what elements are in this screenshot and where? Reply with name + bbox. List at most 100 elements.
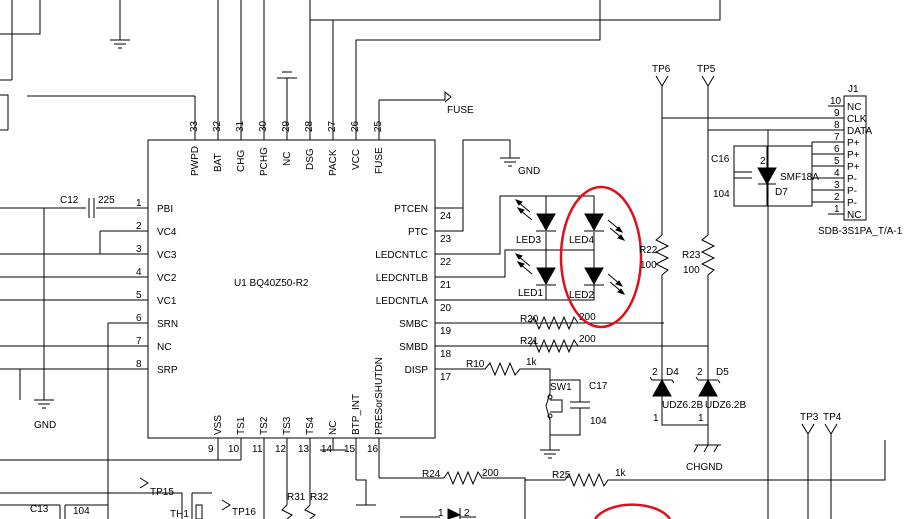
u1-pin-dsg: DSG [305, 148, 316, 170]
led2-ref: LED2 [569, 290, 594, 301]
u1-pin-5-num: 5 [136, 290, 142, 301]
u1-pin-vcc: VCC [351, 149, 362, 170]
r22-value: 100 [640, 260, 657, 271]
u1-pin-srn: SRN [157, 319, 178, 330]
u1-pin-vc2: VC2 [157, 273, 177, 284]
u1-pin-31-num: 31 [235, 120, 246, 132]
d5-pin-top: 2 [697, 367, 703, 378]
j1-pin-p-plus-5: P+ [847, 162, 860, 173]
r24-ref: R24 [422, 469, 441, 480]
u1-pin-pchg: PCHG [259, 147, 270, 176]
j1-pin-p-plus-6: P+ [847, 150, 860, 161]
c17-capacitor: C17 104 [550, 379, 608, 436]
tp6-branch: TP6 R22 100 [639, 64, 671, 380]
u1-pin-ledcntla: LEDCNTLA [376, 296, 429, 307]
u1-pin-btp-int: BTP_INT [351, 394, 362, 435]
bottom-diode: 1 2 [400, 503, 672, 519]
chgnd-label: CHGND [686, 462, 723, 473]
highlight-ellipse [559, 185, 643, 329]
r20-resistor: R20 200 [520, 312, 596, 331]
tp16-label: TP16 [232, 507, 256, 518]
u1-pin-20-num: 20 [440, 303, 452, 314]
j1-pin-9-num: 9 [834, 108, 840, 119]
led3: LED3 [514, 199, 556, 246]
u1-pin-7-num: 7 [136, 336, 142, 347]
u1-pin-nc-top: NC [282, 152, 293, 166]
r10-resistor: R10 1k [466, 357, 551, 393]
u1-pin-11-num: 11 [252, 444, 263, 455]
r31-label: R31 [287, 492, 306, 503]
led1: LED1 [514, 253, 556, 299]
r20-ref: R20 [520, 314, 539, 325]
diode-pin-left: 1 [438, 508, 444, 519]
d4-ref: D4 [666, 367, 679, 378]
c17-ref: C17 [589, 381, 608, 392]
j1-pin-p-plus-7: P+ [847, 138, 860, 149]
j1-pin-p-minus-4: P- [847, 174, 857, 185]
u1-pin-19-num: 19 [440, 326, 452, 337]
j1-pin-1-num: 1 [834, 204, 840, 215]
u1-pin-23-num: 23 [440, 234, 452, 245]
u1-pin-disp: DISP [405, 365, 429, 376]
c12-ref: C12 [60, 195, 79, 206]
d7-pin: 2 [760, 156, 766, 167]
u1-bottom-pins: 9 10 11 12 13 14 15 16 VSS TS1 TS2 TS3 T… [0, 357, 886, 519]
u1-pin-3-num: 3 [136, 244, 142, 255]
tp3-tp4: TP3 TP4 [767, 130, 842, 519]
j1-pin-5-num: 5 [834, 156, 840, 167]
u1-pin-27-num: 27 [327, 120, 338, 132]
u1-pin-nc-left: NC [157, 342, 171, 353]
j1-pin-7-num: 7 [834, 132, 840, 143]
u1-pin-29-num: 29 [281, 120, 292, 132]
u1-pin-vc3: VC3 [157, 250, 177, 261]
led4: LED4 [569, 213, 626, 246]
u1-pin-4-num: 4 [136, 267, 142, 278]
u1-top-pins: 33 32 31 30 29 28 27 26 25 PWPD BAT CHG … [27, 0, 721, 176]
tp5-branch: TP5 R23 100 [682, 64, 716, 380]
j1-ref: J1 [848, 84, 859, 95]
sw1-switch: SW1 [540, 382, 572, 459]
u1-pin-1-num: 1 [136, 198, 142, 209]
j1-pin-3-num: 3 [834, 180, 840, 191]
r20-value: 200 [579, 312, 596, 323]
u1-pin-vc1: VC1 [157, 296, 177, 307]
led2: LED2 [569, 267, 626, 301]
tp15-label: TP15 [150, 487, 174, 498]
r25-resistor: R25 1k [552, 468, 627, 488]
u1-chip-label: U1 BQ40Z50-R2 [234, 278, 309, 289]
j1-pin-nc-bottom: NC [847, 210, 861, 221]
r21-value: 200 [579, 334, 596, 345]
u1-pin-22-num: 22 [440, 257, 452, 268]
u1-pin-ts1: TS1 [236, 416, 247, 435]
tp5-label: TP5 [697, 64, 716, 75]
u1-chip-body [147, 139, 436, 439]
r10-value: 1k [526, 357, 538, 368]
d5-pin-bottom: 1 [698, 413, 704, 424]
j1-pin-10-num: 10 [830, 96, 842, 107]
u1-pin-25-num: 25 [373, 120, 384, 132]
u1-pin-ts2: TS2 [259, 416, 270, 435]
u1-pin-13-num: 13 [298, 444, 310, 455]
u1-pin-ledcntlc: LEDCNTLC [375, 250, 428, 261]
d5-ref: D5 [716, 367, 729, 378]
j1-pin-p-minus-2: P- [847, 198, 857, 209]
u1-pin-16-num: 16 [367, 444, 379, 455]
r24-value: 200 [482, 468, 499, 479]
diode-pin-right: 2 [464, 508, 470, 519]
u1-pin-ledcntlb: LEDCNTLB [376, 273, 429, 284]
u1-pin-9-num: 9 [208, 444, 214, 455]
u1-pin-smbc: SMBC [399, 319, 428, 330]
u1-pin-32-num: 32 [212, 120, 223, 132]
u1-pin-33-num: 33 [189, 120, 200, 132]
d5-zener: D5 2 1 UDZ6.2B [695, 367, 746, 445]
j1-connector: J1 SDB-3S1PA_T/A-1 10 9 8 7 6 5 4 3 2 1 … [662, 84, 903, 237]
u1-pin-24-num: 24 [440, 211, 452, 222]
u1-pin-ptc: PTC [408, 227, 428, 238]
j1-pin-2-num: 2 [834, 192, 840, 203]
d4-pin-bottom: 1 [653, 413, 659, 424]
led4-ref: LED4 [569, 235, 594, 246]
j1-pin-data: DATA [847, 126, 873, 137]
u1-left-pins: 1 2 3 4 5 6 7 8 PBI VC4 VC3 VC2 VC1 SRN … [0, 198, 178, 519]
